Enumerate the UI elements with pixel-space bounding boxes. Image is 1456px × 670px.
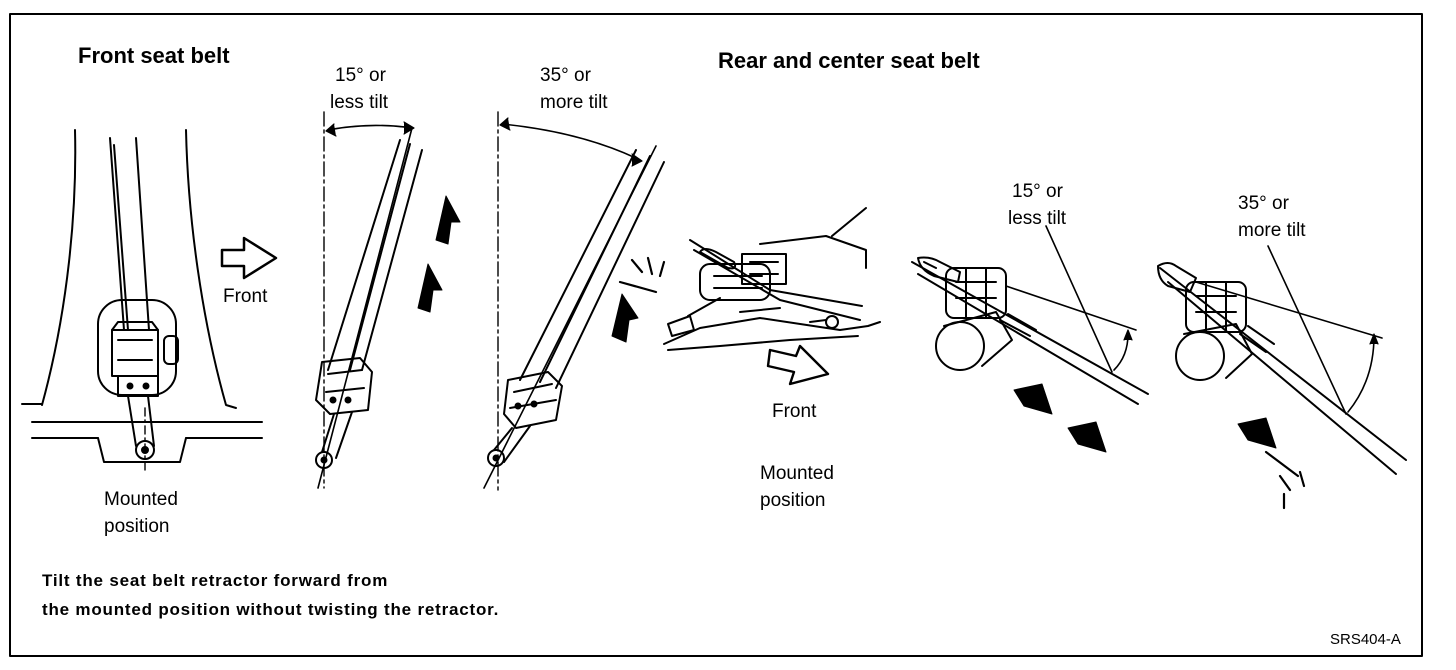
front-direction-arrow bbox=[220, 236, 278, 280]
front-pillar-drawing bbox=[21, 129, 263, 471]
rear-belt-35deg-drawing bbox=[1157, 245, 1407, 510]
rear-direction-label: Front bbox=[772, 401, 817, 422]
front-mounted-label-line1: Mounted bbox=[104, 489, 178, 510]
instruction-line1: Tilt the seat belt retractor forward fro… bbox=[42, 571, 389, 590]
front-seat-belt-heading: Front seat belt bbox=[78, 43, 230, 68]
rear-mounted-label-line2: position bbox=[760, 490, 826, 511]
rear-retractor-mounted-drawing bbox=[663, 207, 881, 351]
figure-border bbox=[9, 13, 1423, 657]
front-tilt-15-label-line1: 15° or bbox=[335, 65, 386, 86]
front-15deg-force-arrows bbox=[417, 195, 461, 313]
front-belt-35deg-drawing bbox=[483, 111, 666, 491]
front-mounted-label-line2: position bbox=[104, 516, 170, 537]
rear-tilt-35-label-line2: more tilt bbox=[1238, 220, 1306, 241]
front-tilt-35-label-line1: 35° or bbox=[540, 65, 591, 86]
rear-tilt-35-label-line1: 35° or bbox=[1238, 193, 1289, 214]
front-35deg-force-arrow bbox=[611, 293, 639, 343]
rear-tilt-15-label-line1: 15° or bbox=[1012, 181, 1063, 202]
rear-belt-15deg-drawing bbox=[911, 225, 1149, 405]
rear-tilt-15-label-line2: less tilt bbox=[1008, 208, 1067, 229]
figure-code: SRS404-A bbox=[1330, 631, 1401, 648]
instruction-line2: the mounted position without twisting th… bbox=[42, 600, 500, 619]
front-tilt-15-label-line2: less tilt bbox=[330, 92, 389, 113]
rear-center-seat-belt-heading: Rear and center seat belt bbox=[718, 48, 980, 73]
front-direction-label: Front bbox=[223, 286, 268, 307]
rear-mounted-label-line1: Mounted bbox=[760, 463, 834, 484]
front-tilt-35-label-line2: more tilt bbox=[540, 92, 608, 113]
front-belt-15deg-drawing bbox=[315, 111, 423, 489]
rear-direction-arrow bbox=[766, 344, 830, 386]
rear-35deg-force-arrow bbox=[1237, 417, 1277, 449]
rear-15deg-force-arrows bbox=[1013, 383, 1107, 453]
